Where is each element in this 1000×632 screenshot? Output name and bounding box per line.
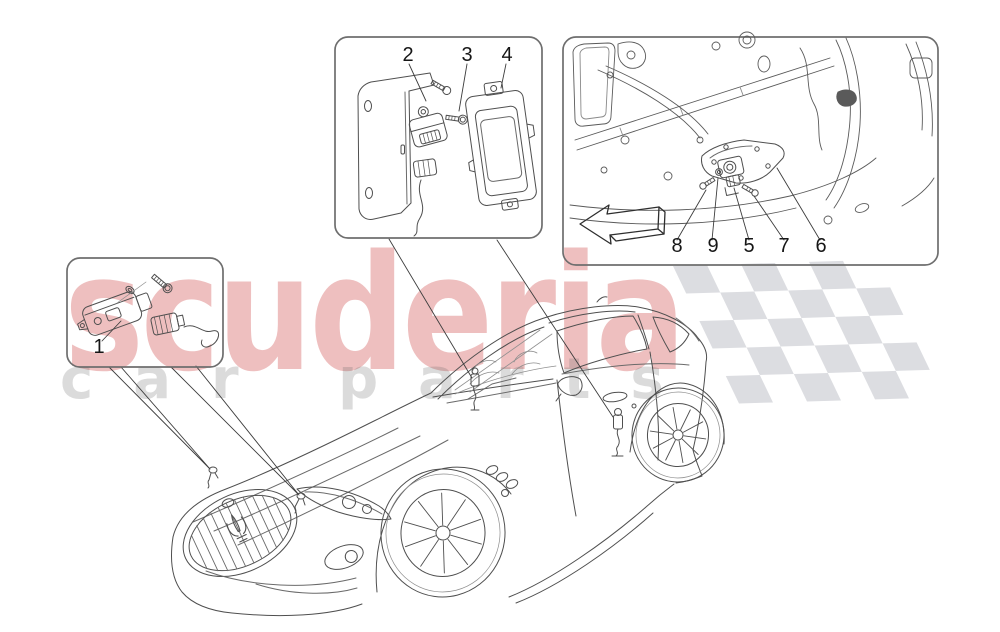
part-label-5: 5	[743, 235, 755, 257]
door-handle	[602, 391, 628, 403]
part-label-8: 8	[671, 235, 683, 257]
panel-door-sensor-assembly	[562, 31, 939, 266]
part-bracket-screw	[430, 79, 452, 95]
part-2-connector	[412, 158, 438, 178]
rear-wheel	[631, 387, 725, 483]
part-label-2: 2	[402, 44, 414, 66]
part-1-sensor	[77, 291, 153, 336]
crash-sensor-cowl	[470, 367, 480, 411]
part-label-1: 1	[93, 336, 105, 358]
part-label-7: 7	[778, 235, 790, 257]
headlight	[296, 486, 392, 521]
part-label-6: 6	[815, 235, 827, 257]
part-2-wire	[413, 179, 424, 237]
part-1-washer	[125, 285, 135, 295]
part-9-washer	[715, 168, 723, 176]
part-2-sensor	[408, 106, 448, 148]
part-7-screw	[741, 183, 759, 197]
crash-sensor-door	[611, 408, 624, 457]
fender-vents	[485, 465, 519, 497]
crash-sensor-front-left	[207, 466, 219, 489]
part-bracket	[357, 72, 435, 220]
leader-lines	[108, 238, 614, 496]
part-6-bracket-plate	[701, 139, 785, 184]
trident-emblem	[226, 514, 248, 543]
fog-light	[324, 544, 364, 570]
part-1-screw	[151, 273, 173, 294]
part-8-screw	[699, 177, 716, 190]
panel-sensor-detail	[66, 257, 224, 368]
car-body-outline	[172, 305, 708, 538]
part-1-connector	[150, 312, 186, 336]
interior-lines	[454, 329, 557, 395]
panel-front-sensor-assembly	[334, 36, 543, 239]
crash-sensor-front-right	[294, 492, 306, 514]
part-label-4: 4	[501, 44, 513, 66]
part-3-screw	[445, 114, 468, 125]
checkered-flag-watermark	[673, 260, 930, 404]
part-1-wire	[183, 325, 219, 348]
part-4-cover	[465, 81, 537, 211]
part-5-sensor	[717, 155, 745, 197]
door-inner-structure	[569, 31, 935, 225]
part-label-9: 9	[707, 235, 719, 257]
grille	[182, 488, 298, 578]
part-label-3: 3	[461, 44, 473, 66]
front-wheel	[380, 468, 506, 598]
car-illustration	[171, 296, 725, 617]
side-mirror	[555, 376, 583, 402]
watermark-tagline: car parts	[60, 347, 704, 412]
direction-arrow-icon	[579, 204, 666, 245]
